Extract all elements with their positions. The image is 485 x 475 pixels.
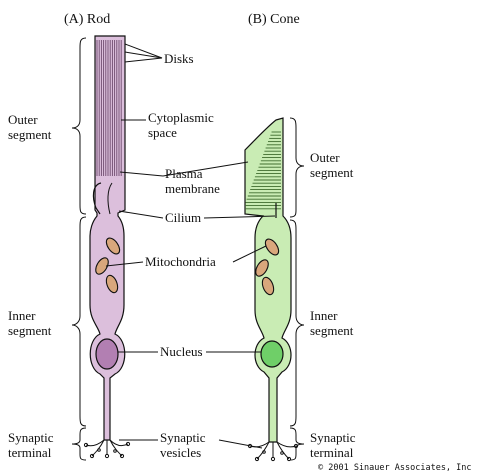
cilium-label: Cilium bbox=[165, 210, 201, 225]
copyright: © 2001 Sinauer Associates, Inc bbox=[318, 463, 472, 473]
left-outer-segment-label: Outer segment bbox=[8, 112, 51, 142]
left-synaptic-bracket bbox=[72, 428, 86, 460]
cone-synaptic-terminal bbox=[248, 442, 297, 461]
cone-title: (B) Cone bbox=[248, 12, 300, 27]
cone-nucleus bbox=[261, 341, 283, 367]
cytoplasmic-space-label: Cytoplasmic space bbox=[148, 110, 214, 140]
right-outer-segment-label: Outer segment bbox=[310, 150, 353, 180]
rod-cell bbox=[84, 36, 129, 458]
nucleus-label: Nucleus bbox=[160, 344, 203, 359]
right-inner-segment-label: Inner segment bbox=[310, 308, 353, 338]
left-inner-bracket bbox=[72, 217, 86, 426]
cone-cell bbox=[245, 118, 298, 461]
rod-synaptic-terminal bbox=[84, 440, 129, 458]
right-outer-bracket bbox=[290, 118, 304, 217]
rod-body bbox=[90, 36, 125, 440]
right-inner-bracket bbox=[290, 220, 304, 426]
leader-lines bbox=[106, 44, 275, 448]
rod-title: (A) Rod bbox=[64, 12, 110, 27]
left-synaptic-terminal-label: Synaptic terminal bbox=[8, 430, 54, 460]
left-outer-bracket bbox=[72, 38, 86, 214]
plasma-membrane-label: Plasma membrane bbox=[165, 166, 220, 196]
disks-label: Disks bbox=[164, 51, 194, 66]
left-inner-segment-label: Inner segment bbox=[8, 308, 51, 338]
right-synaptic-bracket bbox=[290, 428, 304, 460]
mitochondria-label: Mitochondria bbox=[145, 254, 216, 269]
rod-nucleus bbox=[96, 339, 118, 369]
synaptic-vesicles-label: Synaptic vesicles bbox=[160, 430, 206, 460]
right-synaptic-terminal-label: Synaptic terminal bbox=[310, 430, 356, 460]
